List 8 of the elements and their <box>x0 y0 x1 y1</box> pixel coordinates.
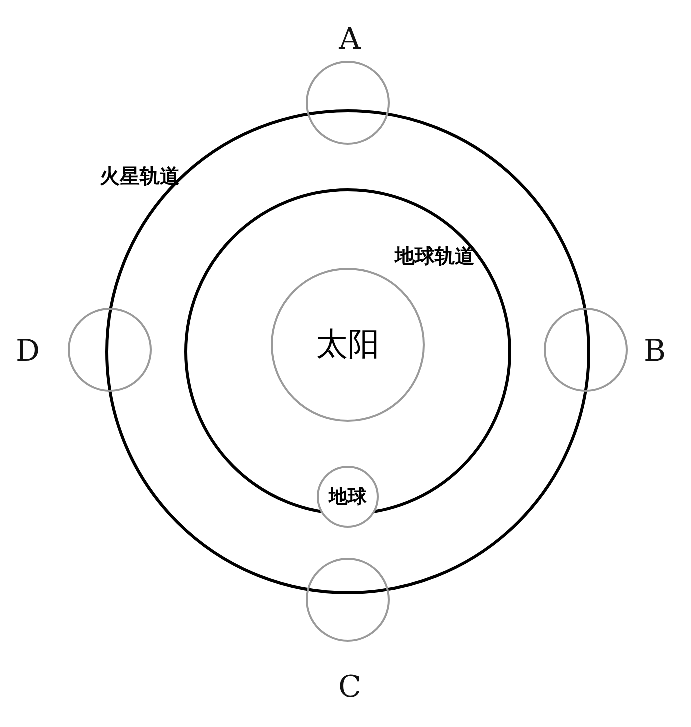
orbit-label: 地球轨道 <box>395 243 475 270</box>
orbit-label: 火星轨道 <box>100 163 180 190</box>
earth-circle: 地球 <box>317 466 379 528</box>
position-letter: C <box>338 673 362 703</box>
position-letter: A <box>339 25 361 55</box>
position-letter: B <box>644 337 666 367</box>
position-letter: D <box>16 337 40 367</box>
sun-circle: 太阳 <box>271 268 425 422</box>
